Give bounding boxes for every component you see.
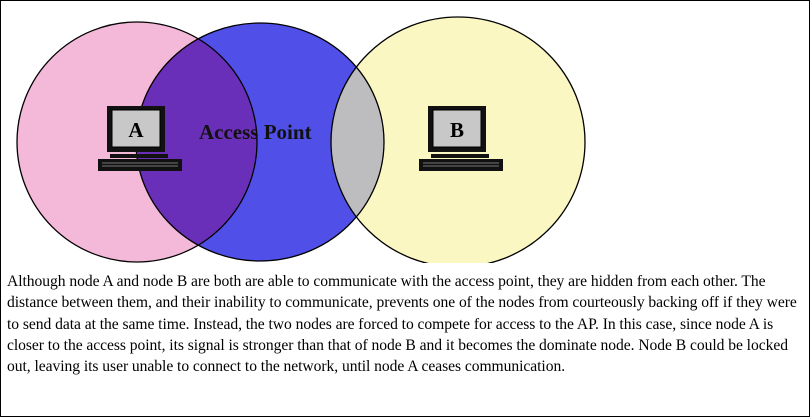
- description-paragraph: Although node A and node B are both are …: [7, 273, 797, 376]
- laptop-b-icon: B: [419, 106, 503, 171]
- laptop-a-icon: A: [98, 106, 182, 171]
- node-a-label: A: [128, 118, 144, 142]
- node-b-label: B: [450, 118, 464, 142]
- hidden-node-diagram: A B Access Point: [16, 16, 586, 263]
- access-point-label: Access Point: [199, 120, 312, 144]
- range-outlines: [16, 16, 586, 263]
- overlap-a-access-point: [136, 23, 257, 261]
